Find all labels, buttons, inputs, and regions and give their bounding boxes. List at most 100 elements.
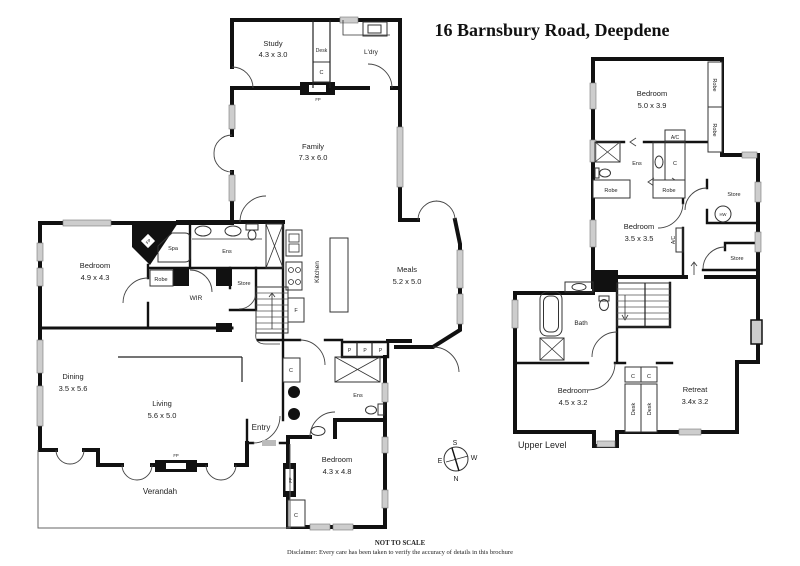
robe-box (707, 106, 723, 153)
desk-label: Desk (316, 48, 328, 54)
closet-label: C (673, 161, 677, 167)
fireplace-label: FP (145, 238, 152, 245)
compass-ew-needle (445, 455, 469, 463)
robe-label: Robe (604, 188, 617, 194)
closet-label: C (294, 513, 298, 519)
pantry-label: P (348, 348, 352, 354)
fixture-circle (288, 408, 300, 420)
island-bench (329, 237, 349, 313)
bathroom-fixtures (539, 281, 610, 361)
room-dims-meals: 5.2 x 5.0 (393, 277, 422, 286)
upper-floor-plan: Bedroom 5.0 x 3.9 Robe Robe A/C Ens C Ro… (511, 57, 763, 450)
desk-label: Desk (647, 402, 653, 415)
scale-note: NOT TO SCALE (375, 540, 426, 547)
room-label-bedroom-ne: Bedroom (637, 89, 667, 98)
robe-label: Robe (662, 188, 675, 194)
robe-label: Robe (154, 277, 167, 283)
compass-ns-needle (451, 447, 460, 472)
entry-door-leaf (262, 440, 276, 446)
ground-floor-plan: Study 4.3 x 3.0 Desk C L'dry FP Family 7… (36, 16, 464, 531)
closet-box (640, 366, 658, 383)
pantry-label: P (379, 348, 383, 354)
verandah-label: Verandah (143, 487, 177, 496)
wir-label: WIR (190, 295, 203, 302)
closet-label: C (631, 374, 635, 380)
room-label-retreat: Retreat (683, 385, 709, 394)
box-window (750, 319, 763, 345)
compass-e: E (438, 458, 443, 465)
wall-block (173, 269, 189, 286)
fridge-label: F (294, 308, 298, 314)
bath-label: Bath (574, 320, 588, 327)
disclaimer: Disclaimer: Every care has been taken to… (287, 549, 513, 556)
room-dims-bedroom-mid: 3.5 x 3.5 (625, 234, 654, 243)
fireplace-label: FP (288, 477, 293, 483)
room-dims-bedroom-front: 4.3 x 4.8 (323, 467, 352, 476)
upper-floor-labels: Bedroom 5.0 x 3.9 Robe Robe A/C Ens C Ro… (518, 78, 744, 450)
room-dims-dining: 3.5 x 5.6 (59, 384, 88, 393)
wall-block (216, 323, 232, 332)
spa-label: Spa (168, 246, 179, 252)
hw-label: HW (720, 212, 727, 217)
fireplace-study (300, 82, 335, 95)
ensuite-label: Ens (632, 161, 642, 167)
robe-label: Robe (711, 123, 717, 136)
room-label-dining: Dining (62, 372, 83, 381)
fireplace-living (155, 460, 197, 472)
room-label-bedroom-mid: Bedroom (624, 222, 654, 231)
room-dims-bedroom-sw: 4.5 x 3.2 (559, 398, 588, 407)
laundry-sink (342, 20, 390, 37)
room-label-study: Study (263, 39, 282, 48)
closet-label: C (647, 374, 651, 380)
fireplace-label: FP (315, 97, 321, 102)
ac-unit (675, 227, 684, 253)
stairs-upper (616, 282, 671, 328)
ensuite-front-fixtures (310, 356, 385, 436)
spa-tub (157, 232, 191, 263)
room-label-living: Living (152, 399, 172, 408)
kitchen-fixtures (285, 229, 349, 323)
closet-label: C (289, 368, 293, 374)
ensuite-label: Ens (222, 249, 232, 255)
room-label-family: Family (302, 142, 324, 151)
room-label-bedroom-front: Bedroom (322, 455, 352, 464)
room-dims-living: 5.6 x 5.0 (148, 411, 177, 420)
store-label: Store (237, 281, 250, 287)
pantry-label: P (363, 348, 367, 354)
entry-label: Entry (252, 423, 271, 432)
ground-floor-windows (36, 16, 464, 531)
room-dims-family: 7.3 x 6.0 (299, 153, 328, 162)
compass-n: N (453, 476, 458, 483)
compass-s: S (453, 440, 458, 447)
fixture-circle (288, 386, 300, 398)
verandah-outline (37, 444, 291, 529)
robe-box (592, 179, 631, 199)
hot-water-unit (714, 205, 732, 223)
desk-box (640, 383, 658, 433)
room-label-bedroom-sw: Bedroom (558, 386, 588, 395)
fireplace-label: FP (173, 453, 179, 458)
ac-label: A/C (671, 235, 677, 244)
room-label-bedroom-main: Bedroom (80, 261, 110, 270)
room-label-laundry: L'dry (364, 49, 379, 56)
kitchen-label: Kitchen (314, 261, 321, 283)
room-dims-retreat: 3.4x 3.2 (682, 397, 709, 406)
room-dims-bedroom-ne: 5.0 x 3.9 (638, 101, 667, 110)
compass: S N E W (438, 440, 478, 483)
level-label: Upper Level (518, 440, 567, 450)
desk-label: Desk (631, 402, 637, 415)
wall-block (216, 269, 232, 286)
store-label: Store (727, 192, 740, 198)
compass-w: W (471, 455, 478, 462)
room-dims-study: 4.3 x 3.0 (259, 50, 288, 59)
ensuite-label: Ens (353, 393, 363, 399)
stairs-ground (255, 286, 289, 345)
robe-box (652, 179, 686, 199)
closet-box (287, 499, 306, 528)
ac-unit (664, 129, 686, 142)
robe-box (149, 269, 174, 287)
closet-box (282, 357, 301, 383)
ac-label: A/C (671, 135, 680, 141)
